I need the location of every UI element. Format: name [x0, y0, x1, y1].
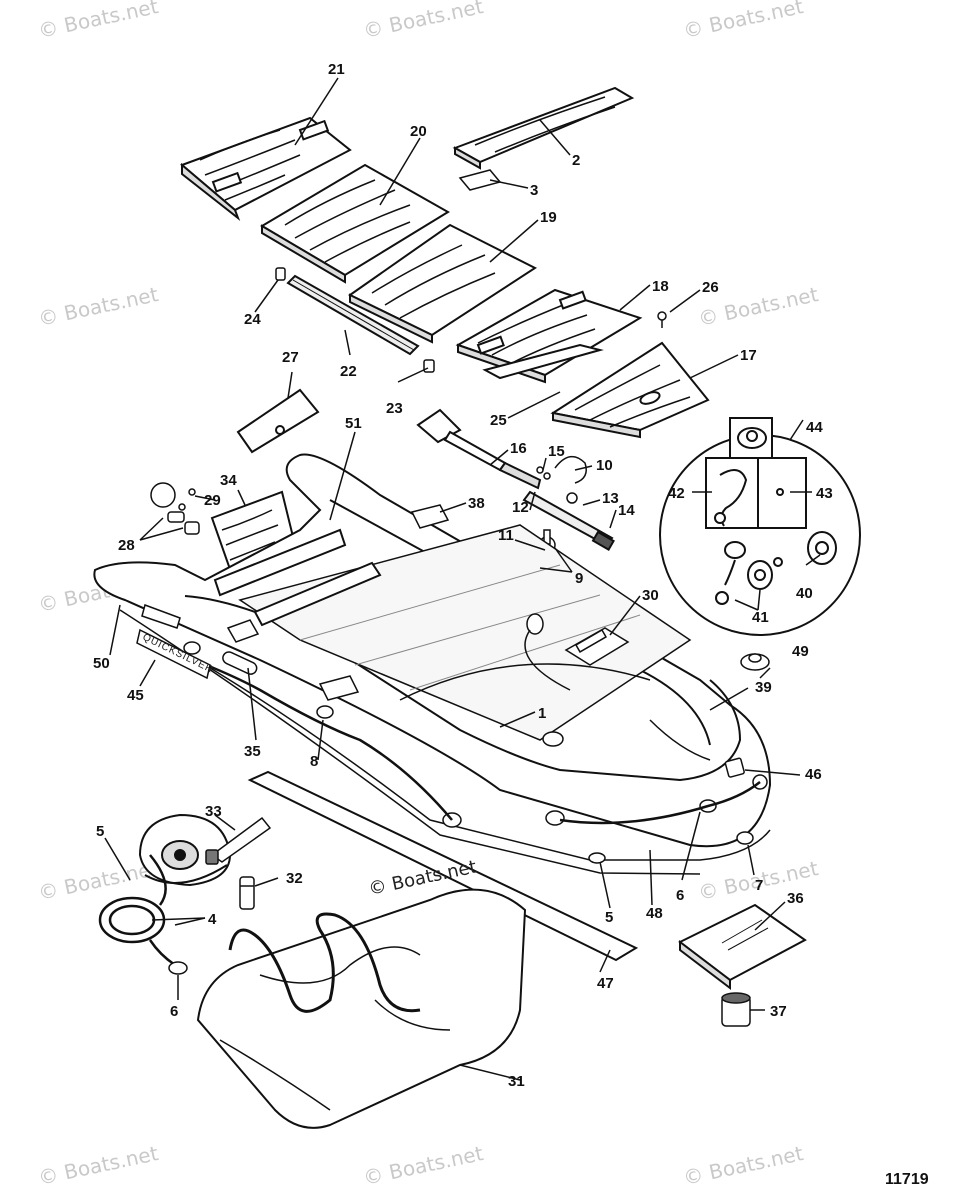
callout-33: 33: [205, 803, 222, 820]
callout-24: 24: [244, 311, 261, 328]
watermark-top-left: © Boats.net: [36, 0, 160, 43]
repair-kit-32: [239, 876, 255, 910]
callout-labels: 21 20 2 3 19 18 26 24 17 27 22 23 25 51 …: [93, 61, 833, 1090]
watermark-top-right: © Boats.net: [681, 0, 805, 43]
callout-3: 3: [530, 182, 538, 199]
callout-49: 49: [792, 643, 809, 660]
brand-decal-text: QUICKSILVER: [141, 632, 215, 676]
callout-4: 4: [208, 911, 217, 928]
watermark-bottom-right: © Boats.net: [681, 1141, 805, 1190]
callout-6a: 6: [170, 1003, 178, 1020]
boat-hull-1: [93, 453, 772, 875]
callout-11: 11: [498, 527, 514, 544]
oar-handle-13: [522, 490, 615, 552]
callout-27: 27: [282, 349, 299, 366]
callout-35: 35: [244, 743, 261, 760]
callout-12: 12: [512, 499, 529, 516]
repair-tape-37: [721, 992, 751, 1027]
seat-bag-27: [236, 388, 320, 454]
screw-26: [657, 311, 667, 328]
callout-28: 28: [118, 537, 135, 554]
callout-40: 40: [796, 585, 813, 602]
callout-44: 44: [806, 419, 823, 436]
watermark-bottom-center: © Boats.net: [361, 1141, 485, 1190]
callout-26: 26: [702, 279, 719, 296]
callout-5b: 5: [605, 909, 613, 926]
storage-bag-31: [196, 888, 527, 1129]
callout-7: 7: [755, 877, 763, 894]
callout-17: 17: [740, 347, 757, 364]
callout-21: 21: [328, 61, 345, 78]
floorboard-17: [550, 341, 710, 439]
clip-3: [458, 169, 502, 191]
callout-39: 39: [755, 679, 772, 696]
callout-29: 29: [204, 492, 221, 509]
seat-tube-22: [286, 274, 420, 356]
callout-43: 43: [816, 485, 833, 502]
callout-47: 47: [597, 975, 614, 992]
callout-45: 45: [127, 687, 144, 704]
callout-46: 46: [805, 766, 822, 783]
brand-decal-45: [136, 604, 211, 680]
callout-15: 15: [548, 443, 565, 460]
callout-8: 8: [310, 753, 318, 770]
callout-31: 31: [508, 1073, 525, 1090]
callout-20: 20: [410, 123, 427, 140]
callout-34: 34: [220, 472, 237, 489]
end-cap-23: [423, 359, 435, 373]
callout-6b: 6: [676, 887, 684, 904]
callout-51: 51: [345, 415, 362, 432]
callout-30: 30: [642, 587, 659, 604]
callout-9: 9: [575, 570, 583, 587]
callout-38: 38: [468, 495, 485, 512]
callout-18: 18: [652, 278, 669, 295]
repair-glue-33: [205, 816, 272, 865]
callout-50: 50: [93, 655, 110, 672]
watermark-bottom-left: © Boats.net: [36, 1141, 160, 1190]
callout-2: 2: [572, 152, 580, 169]
callout-25: 25: [490, 412, 507, 429]
end-cap-24: [275, 267, 286, 281]
owners-manual-36: [678, 903, 807, 991]
valve-caps-28: [150, 482, 200, 535]
callout-5a: 5: [96, 823, 104, 840]
callout-22: 22: [340, 363, 357, 380]
floorboard-21: [180, 116, 352, 221]
hull-fittings: [183, 504, 768, 864]
transom-cap-2: [452, 86, 635, 170]
floorboard-18: [455, 288, 643, 384]
floorboard-25: [482, 343, 604, 380]
leader-lines: [104, 77, 821, 1081]
valve-29: [178, 488, 196, 511]
callout-36: 36: [787, 890, 804, 907]
watermark-mid-left: © Boats.net: [36, 282, 160, 331]
callout-16: 16: [510, 440, 527, 457]
callout-1: 1: [538, 705, 546, 722]
callout-14: 14: [618, 502, 635, 519]
valve-cap-49: [740, 653, 770, 671]
floorboard-20: [260, 163, 450, 284]
callout-10: 10: [596, 457, 613, 474]
lifeline-rope-2: [524, 629, 711, 761]
callout-19: 19: [540, 209, 557, 226]
diagram-number: 11719: [885, 1171, 929, 1188]
floorboard-19: [348, 223, 538, 344]
callout-37: 37: [770, 1003, 787, 1020]
watermark-top-center: © Boats.net: [361, 0, 485, 43]
callout-42: 42: [668, 485, 685, 502]
valve-detail-inset: [659, 417, 861, 636]
callout-48: 48: [646, 905, 663, 922]
callout-13: 13: [602, 490, 619, 507]
callout-41: 41: [752, 609, 769, 626]
hose-adapter-6: [168, 961, 188, 975]
callout-23: 23: [386, 400, 403, 417]
oar-16: [416, 408, 542, 490]
callout-32: 32: [286, 870, 303, 887]
